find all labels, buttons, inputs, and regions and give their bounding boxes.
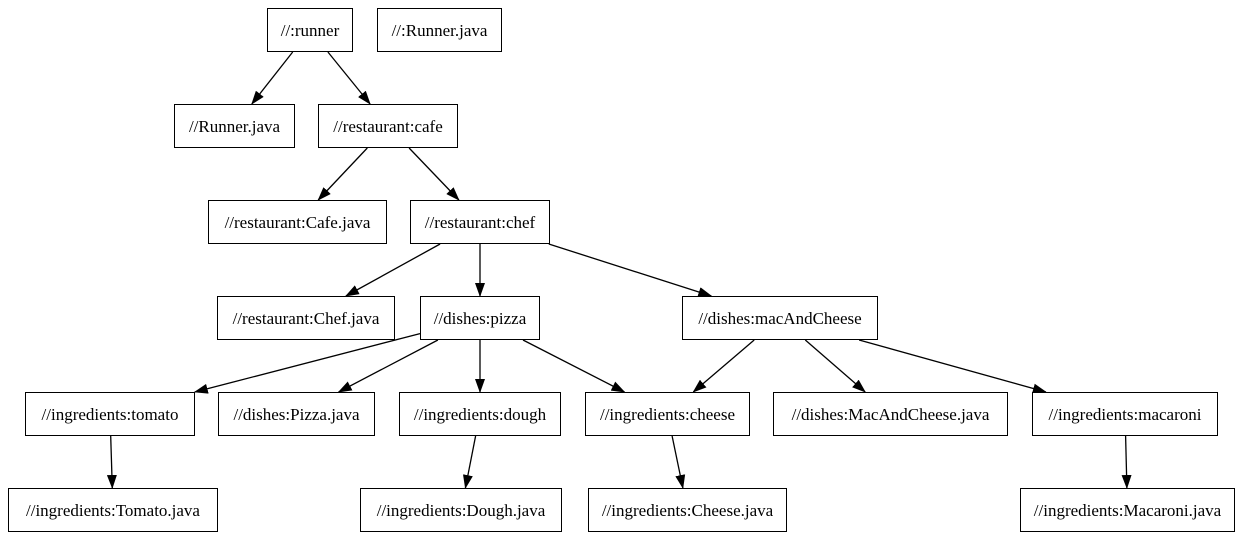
node-ingredients-dough: //ingredients:dough xyxy=(399,392,561,436)
node-dishes-mac-and-cheese: //dishes:macAndCheese xyxy=(682,296,878,340)
node-ingredients-cheese: //ingredients:cheese xyxy=(585,392,750,436)
node-ingredients-cheese-java: //ingredients:Cheese.java xyxy=(588,488,787,532)
node-ingredients-tomato: //ingredients:tomato xyxy=(25,392,195,436)
edge-chef-to-mac_and_cheese xyxy=(548,243,713,297)
edge-cafe-to-chef xyxy=(408,147,460,201)
node-ingredients-macaroni: //ingredients:macaroni xyxy=(1032,392,1218,436)
node-restaurant-chef-java: //restaurant:Chef.java xyxy=(217,296,395,340)
edge-pizza-to-tomato xyxy=(193,332,421,394)
node-ingredients-dough-java: //ingredients:Dough.java xyxy=(360,488,562,532)
edge-runner-to-runner_java xyxy=(251,51,294,105)
node-dishes-pizza-java: //dishes:Pizza.java xyxy=(218,392,375,436)
edge-macaroni-to-macaroni_java xyxy=(1121,435,1132,489)
edge-dough-to-dough_java xyxy=(462,435,477,489)
edge-mac_and_cheese-to-cheese xyxy=(692,339,755,393)
node-root-runner: //:runner xyxy=(267,8,353,52)
edge-cheese-to-cheese_java xyxy=(671,435,686,489)
node-dishes-mac-and-cheese-java: //dishes:MacAndCheese.java xyxy=(773,392,1008,436)
node-restaurant-cafe-java: //restaurant:Cafe.java xyxy=(208,200,387,244)
node-ingredients-tomato-java: //ingredients:Tomato.java xyxy=(8,488,218,532)
edge-mac_and_cheese-to-macaroni xyxy=(858,339,1047,394)
edge-runner-to-cafe xyxy=(327,51,371,105)
node-ingredients-macaroni-java: //ingredients:Macaroni.java xyxy=(1020,488,1235,532)
node-dishes-pizza: //dishes:pizza xyxy=(420,296,540,340)
edge-mac_and_cheese-to-mac_and_cheese_java xyxy=(804,339,866,393)
edge-pizza-to-cheese xyxy=(522,339,626,393)
edge-pizza-to-pizza_java xyxy=(337,339,439,393)
edge-tomato-to-tomato_java xyxy=(106,435,117,489)
node-restaurant-chef: //restaurant:chef xyxy=(410,200,550,244)
node-restaurant-cafe: //restaurant:cafe xyxy=(318,104,458,148)
node-runner-java: //Runner.java xyxy=(174,104,295,148)
edge-chef-to-chef_java xyxy=(345,243,441,297)
edge-cafe-to-cafe_java xyxy=(317,147,368,201)
node-root-runner-java: //:Runner.java xyxy=(377,8,502,52)
